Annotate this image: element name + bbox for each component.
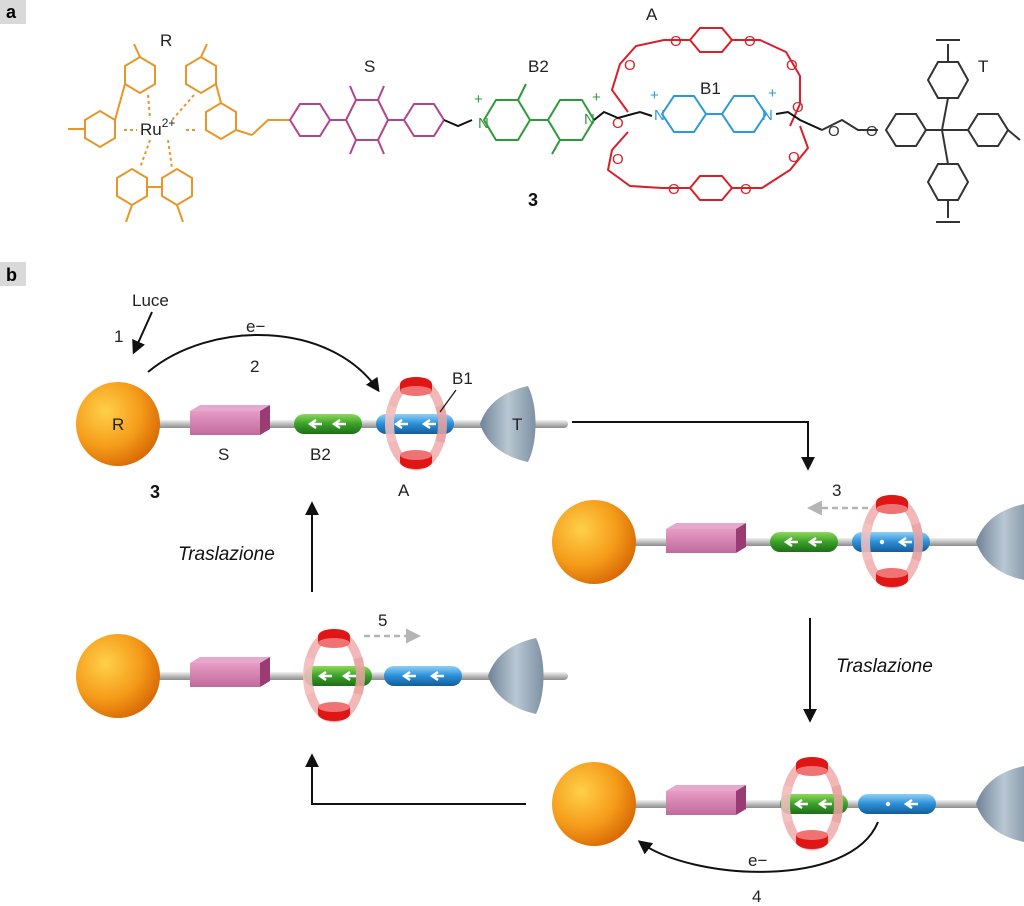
step-1-label: 1: [114, 327, 123, 346]
back-electron-transfer-arrow-4: [637, 821, 879, 873]
stopper-o-2: O: [866, 123, 878, 140]
electron-label-2: e−: [748, 851, 767, 870]
photosensitizer-sphere: [76, 634, 160, 718]
stopper-shape: [976, 766, 1024, 842]
stopper-shape: [976, 504, 1024, 580]
flow-arrow-1-to-2: [572, 421, 815, 471]
crown-o-2: O: [624, 57, 636, 74]
ru-atom-label: Ru2+: [140, 116, 175, 139]
crown-o-7: O: [612, 151, 624, 168]
panel-a-label-box: [0, 0, 26, 24]
electron-label-1: e−: [246, 317, 265, 336]
stopper-structure: [821, 39, 1021, 223]
flow-arrow-3-to-4: [305, 753, 526, 805]
spacer-structure: [288, 85, 446, 155]
ru-complex-structure: [68, 43, 290, 223]
b1-station-reduced: [856, 792, 938, 816]
crown-o-3: O: [670, 33, 682, 50]
label-b1: B1: [452, 369, 473, 388]
label-t: T: [512, 415, 522, 434]
b2-station-structure: [443, 83, 596, 155]
label-r: R: [112, 415, 124, 434]
label-s: S: [218, 445, 229, 464]
stopper-shape: [488, 638, 544, 714]
spacer-block: [190, 405, 270, 435]
fragment-label-r: R: [160, 31, 172, 50]
step-5-label: 5: [378, 611, 387, 630]
photosensitizer-sphere: [552, 500, 636, 584]
machine-state-3: [552, 757, 1024, 849]
light-label: Luce: [132, 291, 169, 310]
compound-number-a: 3: [528, 190, 538, 210]
step-4-label: 4: [752, 887, 761, 906]
panel-a-label: a: [6, 2, 17, 22]
b1-station: [382, 664, 464, 688]
crown-o-6: O: [792, 99, 804, 116]
spacer-block: [190, 657, 270, 687]
electron-transfer-arrow-2: [147, 334, 380, 393]
translation-label-right: Traslazione: [836, 656, 933, 677]
step-2-label: 2: [250, 357, 259, 376]
translation-label-left: Traslazione: [178, 544, 275, 565]
stopper-o-1: O: [828, 123, 840, 140]
b1-n-right: N: [762, 107, 773, 124]
stopper-shape: [480, 386, 536, 462]
b2-plus-left: +: [474, 91, 483, 108]
fragment-label-b2: B2: [528, 57, 549, 76]
b1-plus-left: +: [650, 87, 659, 104]
photosensitizer-sphere: [552, 762, 636, 846]
machine-state-4: [76, 629, 568, 721]
fragment-label-b1: B1: [700, 79, 721, 98]
crown-o-5: O: [786, 57, 798, 74]
crown-o-8: O: [668, 181, 680, 198]
spacer-block: [666, 523, 746, 553]
fragment-label-a: A: [646, 5, 658, 24]
light-arrow: [132, 311, 153, 355]
panel-b-label: b: [6, 265, 17, 285]
panel-b-label-box: [0, 262, 26, 286]
b1-plus-right: +: [768, 85, 777, 102]
b2-station: [292, 412, 364, 436]
macrocycle-structure: [606, 27, 810, 201]
b2-n-left: N: [478, 115, 489, 132]
b1-leader-line: [439, 389, 457, 413]
b2-plus-right: +: [592, 89, 601, 106]
crown-o-10: O: [788, 149, 800, 166]
b2-station: [768, 530, 840, 554]
spacer-block: [666, 785, 746, 815]
fragment-label-s: S: [364, 57, 375, 76]
crown-o-1: O: [612, 115, 624, 132]
fragment-label-t: T: [978, 57, 988, 76]
b2-n-right: N: [584, 111, 595, 128]
step-3-label: 3: [832, 481, 841, 500]
machine-state-2: [552, 495, 1024, 587]
crown-o-9: O: [740, 181, 752, 198]
b1-station-structure: [593, 95, 823, 133]
compound-number-b: 3: [150, 482, 160, 502]
crown-o-4: O: [744, 33, 756, 50]
label-a: A: [398, 481, 410, 500]
b1-n-left: N: [654, 107, 665, 124]
label-b2: B2: [310, 445, 331, 464]
